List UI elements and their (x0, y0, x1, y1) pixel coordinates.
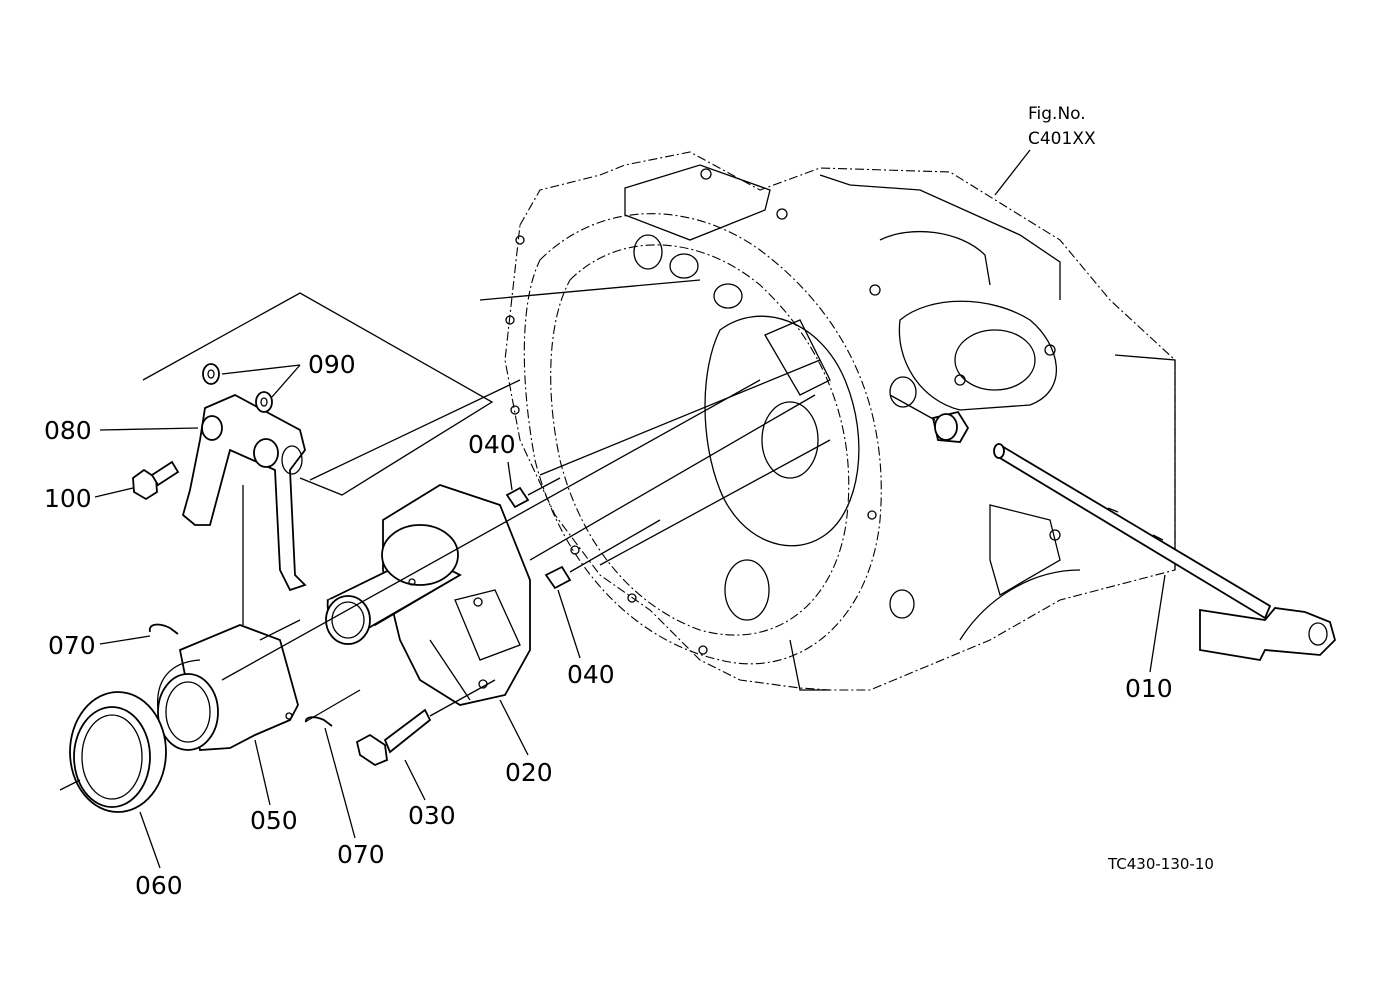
pin-040 (505, 486, 572, 590)
part-label-040-lower: 040 (567, 660, 615, 689)
bolt-030 (355, 708, 432, 767)
part-label-080: 080 (44, 416, 92, 445)
fork-080 (181, 394, 307, 592)
part-label-040-upper: 040 (468, 430, 516, 459)
drawing-code: TC430-130-10 (1108, 855, 1214, 873)
washer-090 (202, 363, 273, 413)
part-label-100: 100 (44, 484, 92, 513)
leader-lines (94, 149, 1166, 869)
carrier-050 (156, 624, 299, 751)
part-label-090: 090 (308, 350, 356, 379)
part-label-070-bottom: 070 (337, 840, 385, 869)
alignment-lines (59, 279, 936, 791)
bolt-100 (132, 460, 180, 501)
release-shaft-010 (931, 410, 1337, 661)
figure-ref-line1: Fig.No. (1028, 104, 1086, 124)
part-label-010: 010 (1125, 674, 1173, 703)
figure-ref-line2: C401XX (1028, 129, 1096, 149)
assembly-bracket (142, 292, 494, 496)
part-label-020: 020 (505, 758, 553, 787)
part-label-050: 050 (250, 806, 298, 835)
clutch-housing (504, 151, 1176, 691)
part-label-070-left: 070 (48, 631, 96, 660)
part-label-060: 060 (135, 871, 183, 900)
bearing-060 (69, 691, 167, 813)
hub-020 (325, 484, 531, 706)
part-label-030: 030 (408, 801, 456, 830)
